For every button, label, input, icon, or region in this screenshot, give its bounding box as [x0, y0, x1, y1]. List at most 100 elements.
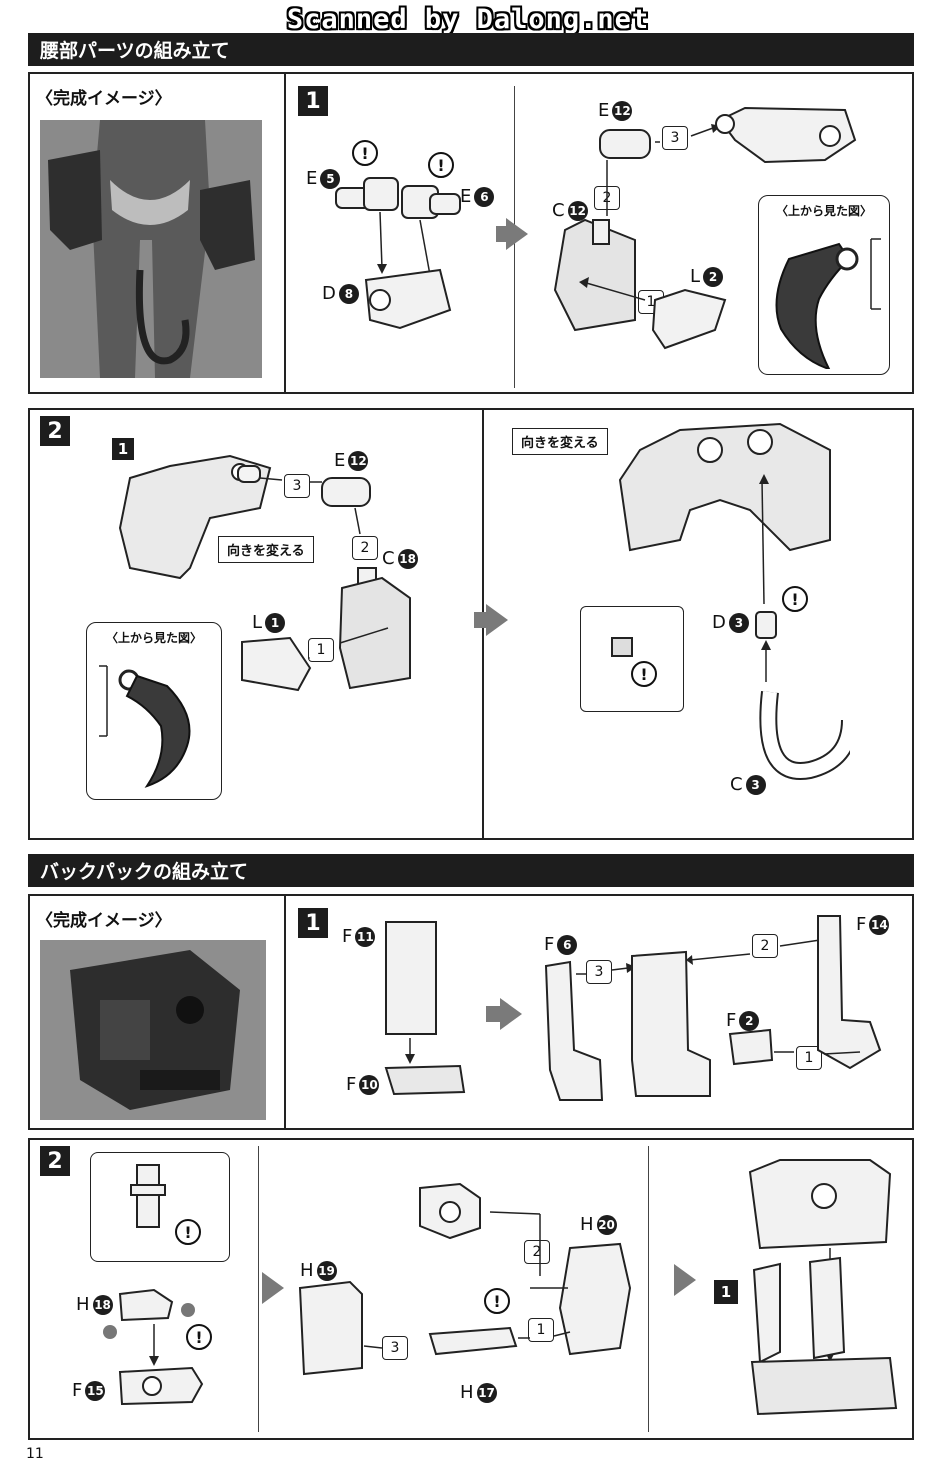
page-number: 11	[26, 1446, 44, 1462]
part-number: 12	[612, 100, 633, 121]
step-number-2: 2	[40, 416, 70, 446]
part-letter: F	[342, 926, 353, 947]
part-letter: E	[334, 450, 346, 471]
order-marker-3: 3	[662, 126, 688, 150]
top-view-box: 〈上から見た図〉	[86, 622, 222, 800]
part-letter: C	[552, 200, 565, 221]
detail-illustration	[130, 1164, 166, 1228]
top-view-illustration	[99, 665, 191, 788]
gray-arrow-right	[486, 604, 508, 636]
part-letter: D	[712, 612, 726, 633]
part-label-f10: F 10	[346, 1074, 380, 1095]
part-number: 14	[869, 914, 890, 935]
part-label-f14: F 14	[856, 914, 890, 935]
part-label-e12: E 12	[598, 100, 633, 121]
step2-left-illustration	[118, 454, 411, 692]
order-marker-3: 3	[284, 474, 310, 498]
top-view-illustration	[775, 238, 881, 369]
part-letter: C	[730, 774, 743, 795]
part-label-h18: H 18	[76, 1294, 113, 1315]
part-number: 19	[316, 1260, 337, 1281]
part-number: 3	[728, 612, 749, 633]
part-letter: D	[322, 283, 336, 304]
top-view-label: 〈上から見た図〉	[775, 204, 872, 218]
part-number: 11	[355, 926, 376, 947]
order-marker-2: 2	[752, 934, 778, 958]
order-number: 1	[804, 1050, 814, 1066]
part-label-e12: E 12	[334, 450, 369, 471]
order-marker-3: 3	[382, 1336, 408, 1360]
order-marker-1: 1	[528, 1318, 554, 1342]
part-number: 5	[320, 168, 341, 189]
waist-completed-photo	[40, 120, 262, 378]
step1-assembly-illustration	[553, 106, 857, 350]
step2-backpack-result	[748, 1159, 898, 1416]
part-letter: F	[346, 1074, 357, 1095]
completed-image-label: 〈完成イメージ〉	[36, 911, 172, 931]
gray-arrow-right	[262, 1272, 284, 1304]
part-number: 12	[348, 450, 369, 471]
part-letter: L	[252, 612, 263, 633]
top-view-label: 〈上から見た図〉	[105, 631, 202, 645]
part-letter: F	[856, 914, 867, 935]
step2-backpack-middle	[298, 1182, 632, 1376]
part-label-h19: H 19	[300, 1260, 337, 1281]
order-number: 3	[390, 1340, 400, 1356]
warning-icon: !	[428, 152, 454, 178]
part-number: 18	[92, 1294, 113, 1315]
backpack-photo-illustration	[40, 940, 266, 1120]
warning-icon: !	[175, 1219, 201, 1245]
part-letter: H	[76, 1294, 90, 1315]
part-label-l2: L 2	[690, 266, 724, 287]
divider	[258, 1146, 259, 1432]
order-marker-1: 1	[796, 1046, 822, 1070]
part-number: 12	[567, 200, 588, 221]
part-number: 20	[596, 1214, 617, 1235]
divider	[648, 1146, 649, 1432]
sub-step-number: 1	[112, 438, 134, 460]
order-marker-3: 3	[586, 960, 612, 984]
part-letter: E	[306, 168, 318, 189]
step2-right-illustration	[618, 422, 850, 780]
part-letter: C	[382, 548, 395, 569]
part-label-f11: F 11	[342, 926, 376, 947]
warning-icon: !	[352, 140, 378, 166]
part-label-f15: F 15	[72, 1380, 106, 1401]
part-number: 15	[85, 1380, 106, 1401]
completed-image-label: 〈完成イメージ〉	[36, 89, 172, 109]
warning-icon: !	[186, 1324, 212, 1350]
order-marker-1: 1	[308, 638, 334, 662]
callout-change-direction: 向きを変える	[218, 536, 314, 563]
part-letter: E	[598, 100, 610, 121]
part-label-f2: F 2	[726, 1010, 760, 1031]
divider	[284, 894, 286, 1130]
top-view-box: 〈上から見た図〉	[758, 195, 890, 375]
part-number: 2	[703, 266, 724, 287]
gray-arrow-right	[500, 998, 522, 1030]
part-label-h20: H 20	[580, 1214, 617, 1235]
order-number: 2	[360, 540, 370, 556]
part-label-c12: C 12	[552, 200, 588, 221]
warning-icon: !	[484, 1288, 510, 1314]
part-label-d8: D 8	[322, 283, 359, 304]
section-title-backpack: バックパックの組み立て	[28, 854, 914, 887]
order-marker-2: 2	[524, 1240, 550, 1264]
part-number: 1	[265, 612, 286, 633]
order-number: 2	[532, 1244, 542, 1260]
order-number: 2	[760, 938, 770, 954]
part-label-e6: E 6	[460, 186, 495, 207]
part-letter: F	[544, 934, 555, 955]
part-number: 10	[359, 1074, 380, 1095]
part-letter: F	[72, 1380, 83, 1401]
part-label-f6: F 6	[544, 934, 578, 955]
part-number: 17	[476, 1382, 497, 1403]
part-letter: F	[726, 1010, 737, 1031]
order-number: 1	[536, 1322, 546, 1338]
part-number: 18	[397, 548, 418, 569]
part-label-e5: E 5	[306, 168, 341, 189]
watermark-text: Scanned by Dalong.net	[286, 4, 650, 35]
order-number: 3	[594, 964, 604, 980]
gray-arrow-stem	[474, 612, 488, 628]
order-number: 3	[670, 130, 680, 146]
part-number: 2	[739, 1010, 760, 1031]
